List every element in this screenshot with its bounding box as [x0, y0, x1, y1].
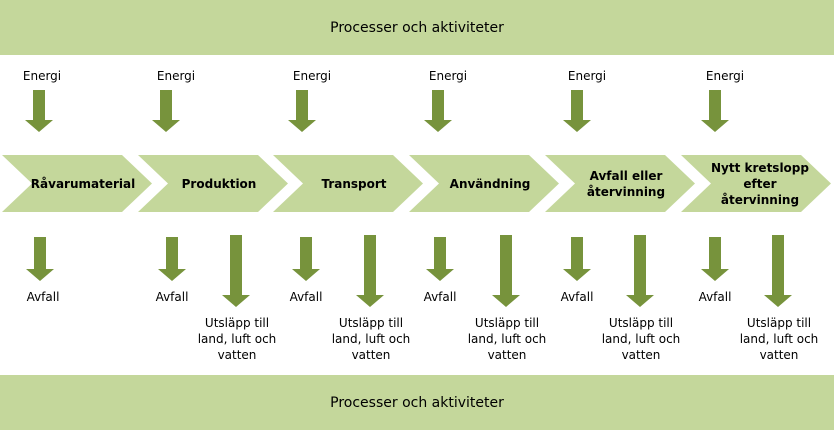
emission-label: Utsläpp till land, luft och vatten	[601, 316, 681, 362]
waste-arrow-icon	[292, 237, 320, 281]
energy-arrow-icon	[563, 90, 591, 132]
waste-label: Avfall	[155, 290, 189, 304]
emission-arrow-icon	[626, 235, 654, 307]
stage-label: Produktion	[181, 176, 257, 191]
emission-arrow-icon	[764, 235, 792, 307]
waste-arrow-icon	[26, 237, 54, 281]
waste-label: Avfall	[423, 290, 457, 304]
emission-arrow-icon	[356, 235, 384, 307]
energy-label: Energi	[292, 69, 332, 83]
stage-label: Råvarumaterial	[30, 176, 136, 191]
stage-chevron	[545, 155, 695, 212]
stage-label: Användning	[449, 176, 531, 191]
waste-arrow-icon	[426, 237, 454, 281]
emission-label: Utsläpp till land, luft och vatten	[739, 316, 819, 362]
waste-label: Avfall	[26, 290, 60, 304]
energy-arrow-icon	[424, 90, 452, 132]
stage-chevron	[681, 155, 831, 212]
emission-arrow-icon	[492, 235, 520, 307]
emission-label: Utsläpp till land, luft och vatten	[197, 316, 277, 362]
emission-label: Utsläpp till land, luft och vatten	[467, 316, 547, 362]
energy-arrow-icon	[701, 90, 729, 132]
bottom-banner: Processer och aktiviteter	[0, 375, 834, 430]
energy-label: Energi	[156, 69, 196, 83]
energy-label: Energi	[22, 69, 62, 83]
waste-arrow-icon	[701, 237, 729, 281]
stage-label: Nytt kretslopp efter återvinning	[711, 160, 809, 207]
energy-arrow-icon	[288, 90, 316, 132]
energy-label: Energi	[705, 69, 745, 83]
waste-label: Avfall	[560, 290, 594, 304]
waste-label: Avfall	[698, 290, 732, 304]
waste-arrow-icon	[158, 237, 186, 281]
top-banner: Processer och aktiviteter	[0, 0, 834, 55]
emission-label: Utsläpp till land, luft och vatten	[331, 316, 411, 362]
stage-label: Avfall eller återvinning	[586, 168, 666, 199]
energy-arrow-icon	[25, 90, 53, 132]
energy-label: Energi	[428, 69, 468, 83]
emission-arrow-icon	[222, 235, 250, 307]
energy-arrow-icon	[152, 90, 180, 132]
waste-label: Avfall	[289, 290, 323, 304]
stage-chevron	[273, 155, 423, 212]
stage-chevron	[138, 155, 288, 212]
energy-label: Energi	[567, 69, 607, 83]
stage-chevron	[2, 155, 152, 212]
stage-label: Transport	[321, 176, 387, 191]
stage-chevron	[409, 155, 559, 212]
waste-arrow-icon	[563, 237, 591, 281]
